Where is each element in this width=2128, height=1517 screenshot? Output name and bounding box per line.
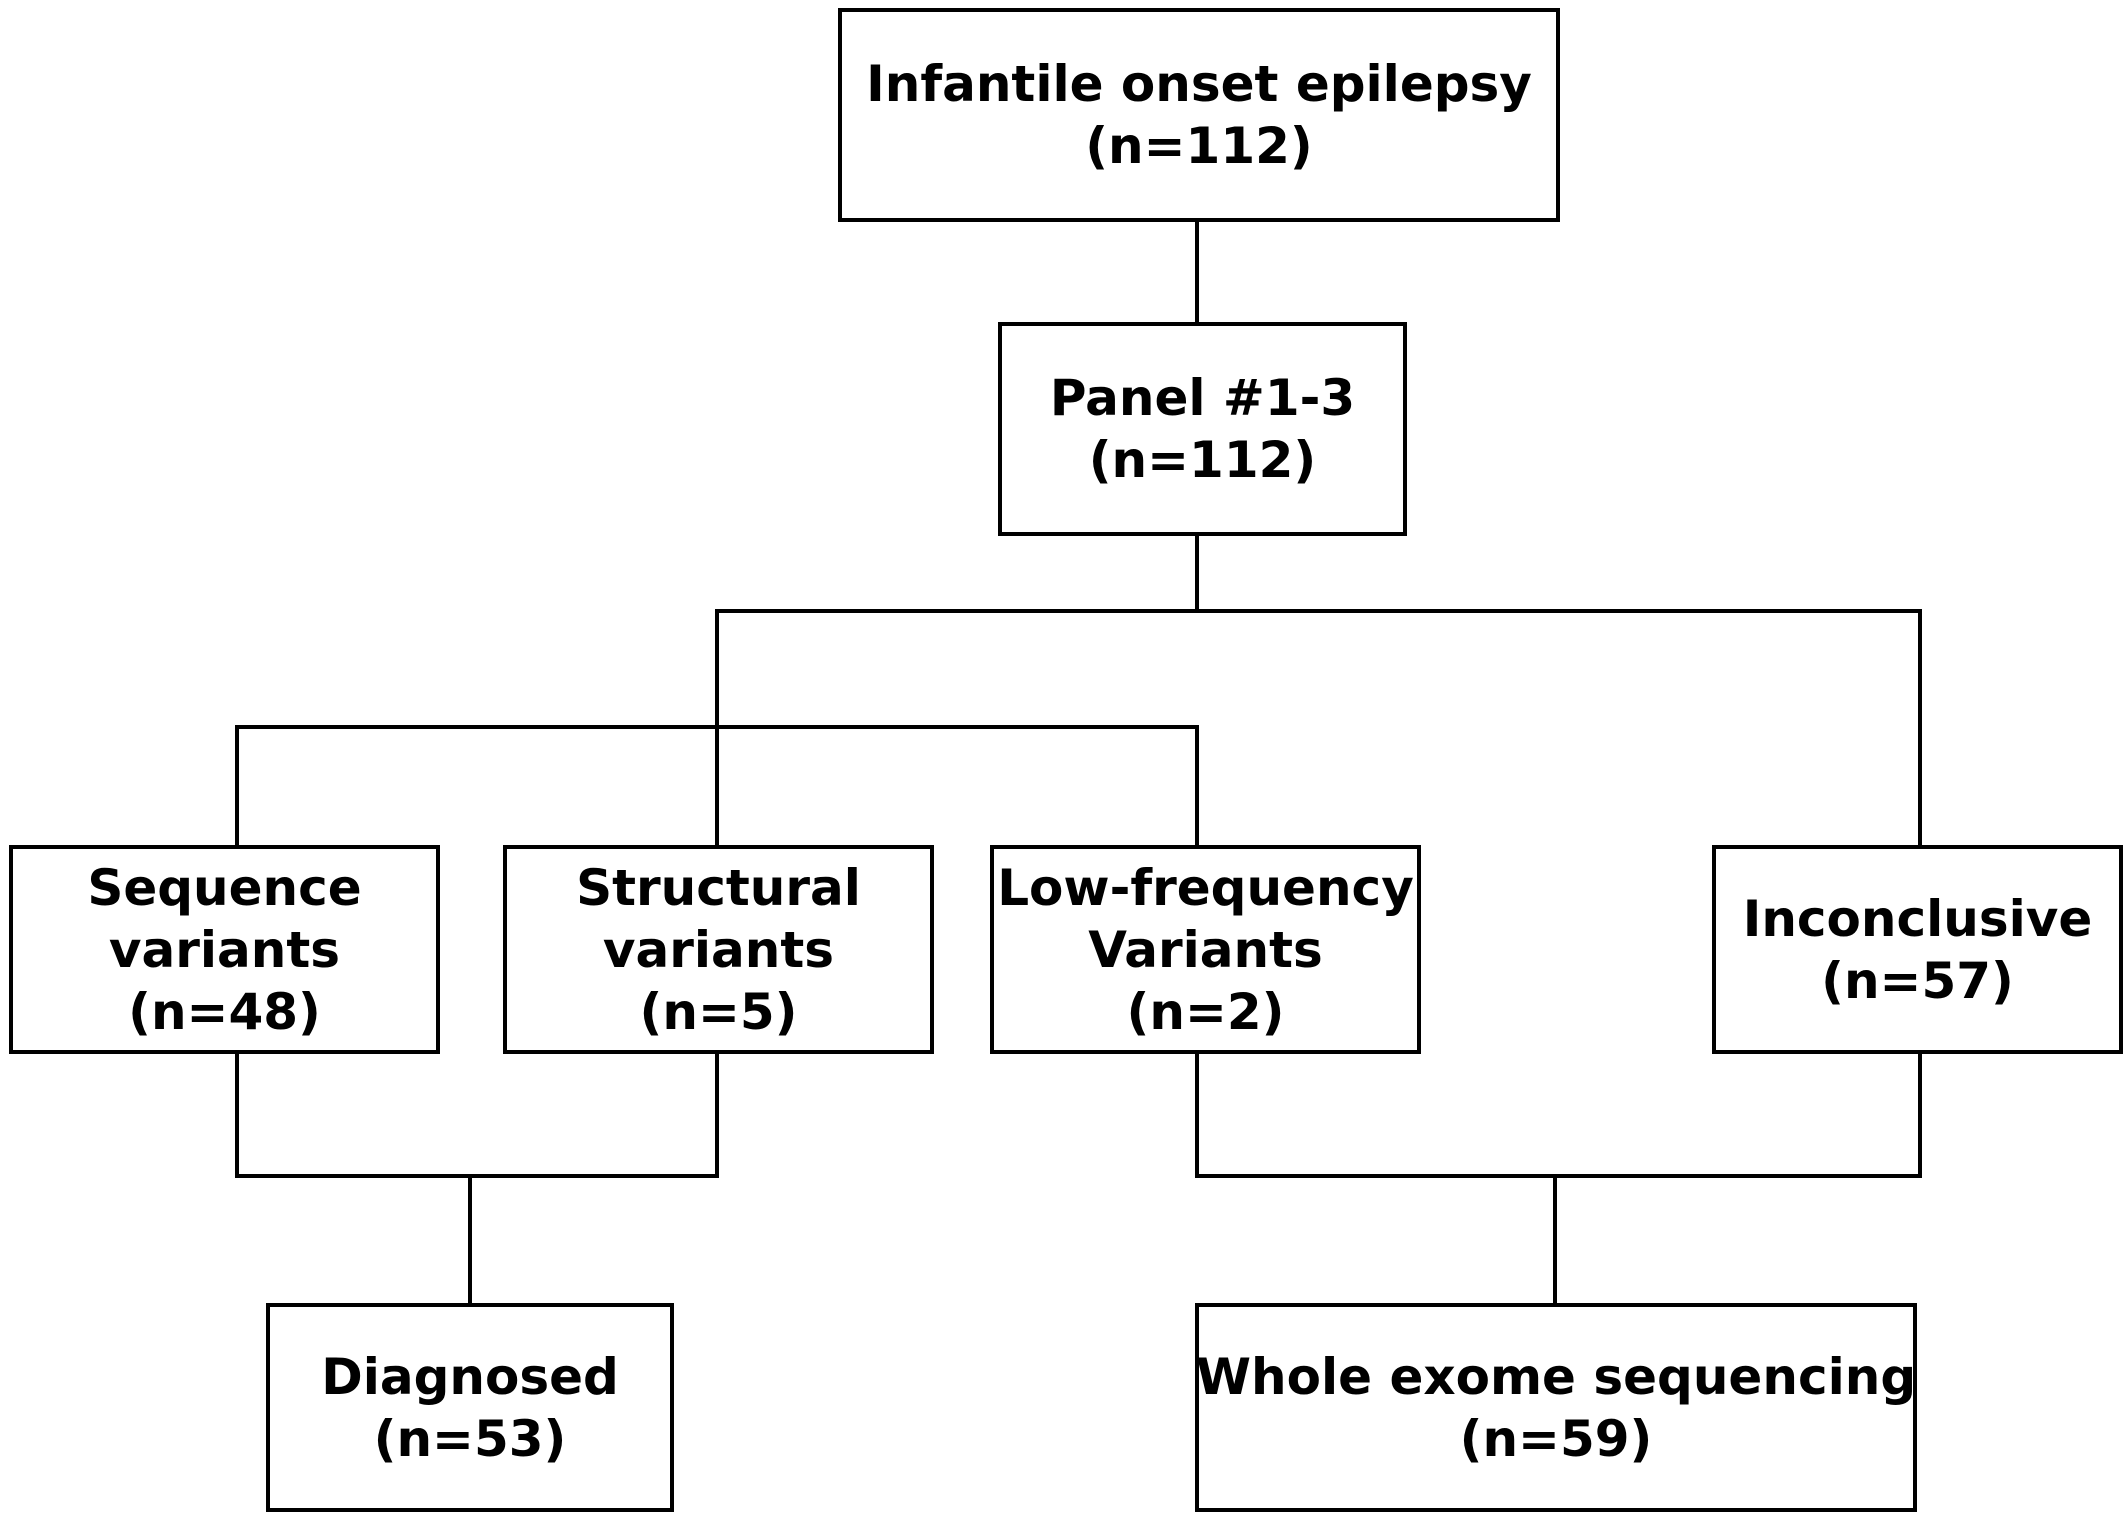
node-label-line: variants	[602, 920, 835, 979]
node-count: (n=48)	[128, 982, 321, 1041]
node-label-line: Diagnosed	[321, 1347, 619, 1406]
node-label-line: Sequence	[87, 858, 362, 917]
node-label-line: Panel #1-3	[1049, 369, 1356, 427]
node-count: (n=2)	[1126, 982, 1285, 1041]
node-sequence-variants: Sequence variants (n=48)	[9, 845, 440, 1054]
node-diagnosed: Diagnosed (n=53)	[266, 1303, 674, 1512]
node-label-line: Structural	[576, 858, 861, 917]
node-infantile-onset-epilepsy: Infantile onset epilepsy (n=112)	[838, 8, 1560, 222]
node-structural-variants: Structural variants (n=5)	[503, 845, 934, 1054]
node-count: (n=57)	[1821, 951, 2014, 1010]
node-label-line: Variants	[1088, 920, 1323, 979]
node-label-line: Infantile onset epilepsy	[866, 55, 1532, 113]
node-label-line: Low-frequency	[997, 858, 1414, 917]
node-whole-exome-sequencing: Whole exome sequencing (n=59)	[1195, 1303, 1917, 1512]
node-count: (n=112)	[1088, 431, 1317, 489]
node-panel: Panel #1-3 (n=112)	[998, 322, 1407, 536]
node-inconclusive: Inconclusive (n=57)	[1712, 845, 2123, 1054]
node-label-line: Inconclusive	[1742, 889, 2093, 948]
node-label-line: variants	[108, 920, 341, 979]
node-count: (n=112)	[1085, 117, 1313, 175]
node-count: (n=5)	[639, 982, 798, 1041]
node-count: (n=53)	[373, 1409, 567, 1468]
node-label-line: Whole exome sequencing	[1195, 1347, 1917, 1406]
node-low-frequency-variants: Low-frequency Variants (n=2)	[990, 845, 1421, 1054]
node-count: (n=59)	[1459, 1409, 1653, 1468]
